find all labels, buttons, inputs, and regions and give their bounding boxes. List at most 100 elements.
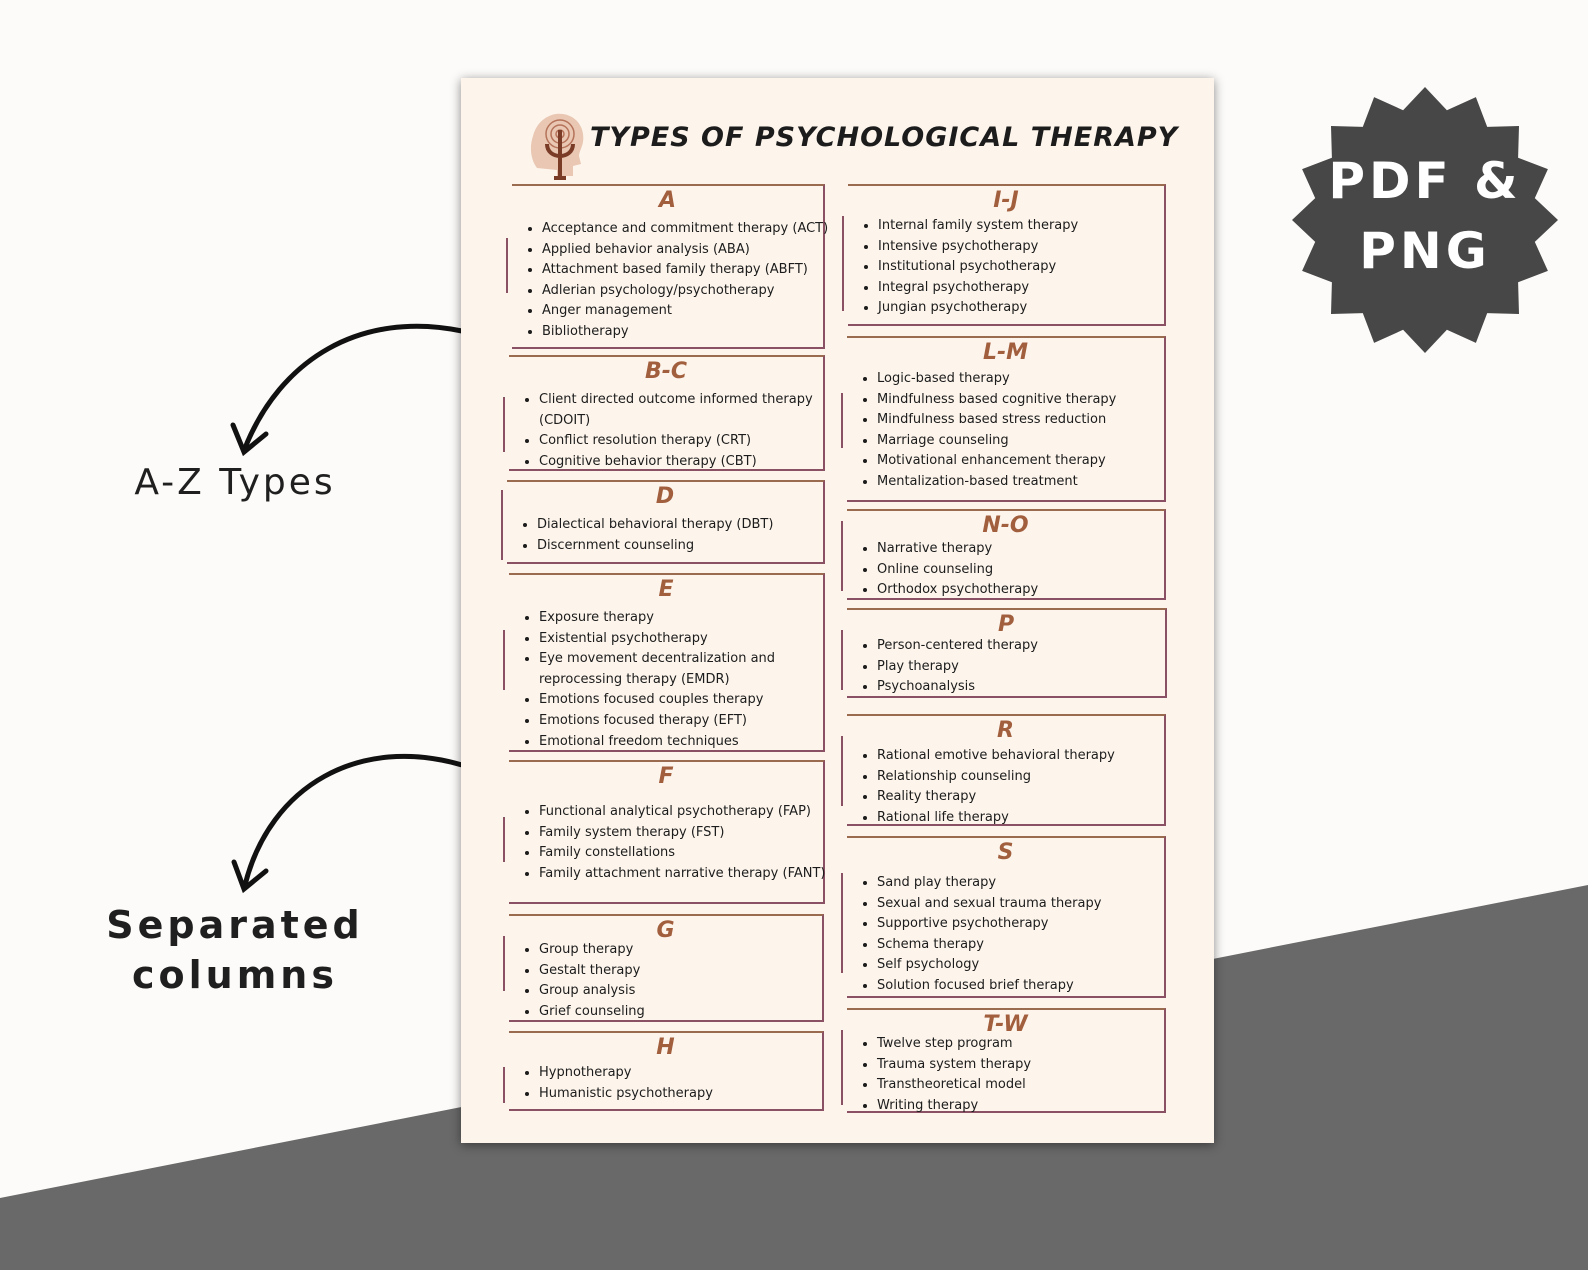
list-item: Institutional psychotherapy — [878, 257, 1078, 278]
list-item: Functional analytical psychotherapy (FAP… — [539, 802, 829, 823]
head-psi-icon — [530, 113, 584, 180]
therapy-list: Sand play therapy Sexual and sexual trau… — [860, 873, 1101, 997]
list-item: Grief counseling — [539, 1002, 645, 1023]
section-letter: D — [655, 484, 675, 509]
list-item: Psychoanalysis — [877, 677, 1038, 698]
list-item: Attachment based family therapy (ABFT) — [542, 260, 828, 281]
section-card-a: A Acceptance and commitment therapy (ACT… — [506, 184, 828, 349]
list-item: Cognitive behavior therapy (CBT) — [539, 452, 819, 473]
therapy-list: Exposure therapy Existential psychothera… — [522, 608, 804, 752]
list-item: Acceptance and commitment therapy (ACT) — [542, 219, 828, 240]
list-item: Schema therapy — [877, 935, 1101, 956]
list-item: Humanistic psychotherapy — [539, 1084, 713, 1105]
section-letter: R — [997, 718, 1014, 743]
separated-columns-label: Separated columns — [100, 900, 370, 1000]
section-card-h: H Hypnotherapy Humanistic psychotherapy — [503, 1031, 824, 1111]
list-item: Mindfulness based stress reduction — [877, 410, 1116, 431]
therapy-list: Logic-based therapy Mindfulness based co… — [860, 369, 1116, 493]
list-item: Sand play therapy — [877, 873, 1101, 894]
therapy-list: Internal family system therapy Intensive… — [861, 216, 1078, 319]
section-letter: S — [997, 840, 1014, 865]
list-item: Client directed outcome informed therapy… — [539, 390, 819, 431]
section-card-l-m: L-M Logic-based therapy Mindfulness base… — [841, 336, 1166, 502]
list-item: Emotions focused couples therapy — [539, 690, 804, 711]
separated-label-line1: Separated — [106, 903, 364, 947]
list-item: Relationship counseling — [877, 767, 1115, 788]
list-item: Orthodox psychotherapy — [877, 580, 1038, 601]
poster-title: TYPES OF PSYCHOLOGICAL THERAPY — [590, 122, 1179, 153]
section-letter: B-C — [644, 359, 688, 384]
section-letter: A — [658, 188, 677, 213]
list-item: Logic-based therapy — [877, 369, 1116, 390]
list-item: Adlerian psychology/psychotherapy — [542, 281, 828, 302]
list-item: Discernment counseling — [537, 536, 773, 557]
list-item: Reality therapy — [877, 787, 1115, 808]
list-item: Internal family system therapy — [878, 216, 1078, 237]
list-item: Hypnotherapy — [539, 1063, 713, 1084]
list-item: Family system therapy (FST) — [539, 823, 829, 844]
list-item: Motivational enhancement therapy — [877, 451, 1116, 472]
list-item: Family attachment narrative therapy (FAN… — [539, 864, 829, 885]
list-item: Narrative therapy — [877, 539, 1038, 560]
list-item: Bibliotherapy — [542, 322, 828, 343]
list-item: Person-centered therapy — [877, 636, 1038, 657]
list-item: Writing therapy — [877, 1096, 1031, 1117]
list-item: Solution focused brief therapy — [877, 976, 1101, 997]
therapy-list: Client directed outcome informed therapy… — [522, 390, 819, 472]
therapy-list: Functional analytical psychotherapy (FAP… — [522, 802, 829, 884]
therapy-list: Hypnotherapy Humanistic psychotherapy — [522, 1063, 713, 1104]
section-card-n-o: N-O Narrative therapy Online counseling … — [841, 509, 1166, 601]
therapy-list: Group therapy Gestalt therapy Group anal… — [522, 940, 645, 1022]
separated-label-line2: columns — [132, 953, 338, 997]
list-item: Twelve step program — [877, 1034, 1031, 1055]
list-item: Gestalt therapy — [539, 961, 645, 982]
section-letter: G — [656, 918, 675, 943]
list-item: Eye movement decentralization and reproc… — [539, 649, 804, 690]
list-item: Emotions focused therapy (EFT) — [539, 711, 804, 732]
curved-arrow-icon — [231, 754, 465, 894]
section-letter: I-J — [993, 188, 1019, 213]
section-card-i-j: I-J Internal family system therapy Inten… — [842, 184, 1166, 326]
list-item: Online counseling — [877, 560, 1038, 581]
list-item: Group therapy — [539, 940, 645, 961]
list-item: Mentalization-based treatment — [877, 472, 1116, 493]
list-item: Dialectical behavioral therapy (DBT) — [537, 515, 773, 536]
list-item: Anger management — [542, 301, 828, 322]
section-card-t-w: T-W Twelve step program Trauma system th… — [841, 1008, 1166, 1116]
section-letter: H — [656, 1035, 675, 1060]
therapy-list: Twelve step program Trauma system therap… — [860, 1034, 1031, 1116]
az-types-label: A-Z Types — [134, 462, 336, 503]
section-card-r: R Rational emotive behavioral therapy Re… — [841, 714, 1166, 828]
section-letter: N-O — [982, 513, 1029, 538]
list-item: Group analysis — [539, 981, 645, 1002]
section-letter: F — [658, 764, 674, 789]
section-card-d: D Dialectical behavioral therapy (DBT) D… — [501, 480, 825, 564]
section-card-b-c: B-C Client directed outcome informed the… — [503, 355, 825, 472]
list-item: Applied behavior analysis (ABA) — [542, 240, 828, 261]
list-item: Exposure therapy — [539, 608, 804, 629]
section-letter: P — [997, 612, 1015, 637]
badge-text-line1: PDF & — [1328, 152, 1522, 210]
section-letter: L-M — [982, 340, 1029, 365]
section-letter: T-W — [983, 1012, 1028, 1037]
list-item: Jungian psychotherapy — [878, 298, 1078, 319]
list-item: Marriage counseling — [877, 431, 1116, 452]
list-item: Integral psychotherapy — [878, 278, 1078, 299]
list-item: Intensive psychotherapy — [878, 237, 1078, 258]
list-item: Family constellations — [539, 843, 829, 864]
section-card-g: G Group therapy Gestalt therapy Group an… — [503, 914, 824, 1022]
therapy-list: Narrative therapy Online counseling Orth… — [860, 539, 1038, 601]
section-card-s: S Sand play therapy Sexual and sexual tr… — [841, 836, 1166, 998]
list-item: Sexual and sexual trauma therapy — [877, 894, 1101, 915]
list-item: Existential psychotherapy — [539, 629, 804, 650]
therapy-poster: TYPES OF PSYCHOLOGICAL THERAPY A Accepta… — [461, 78, 1214, 1143]
therapy-list: Rational emotive behavioral therapy Rela… — [860, 746, 1115, 828]
list-item: Mindfulness based cognitive therapy — [877, 390, 1116, 411]
section-card-f: F Functional analytical psychotherapy (F… — [503, 760, 825, 904]
section-card-e: E Exposure therapy Existential psychothe… — [503, 573, 825, 752]
list-item: Transtheoretical model — [877, 1075, 1031, 1096]
list-item: Emotional freedom techniques — [539, 732, 804, 753]
list-item: Self psychology — [877, 955, 1101, 976]
therapy-list: Acceptance and commitment therapy (ACT) … — [525, 219, 828, 343]
